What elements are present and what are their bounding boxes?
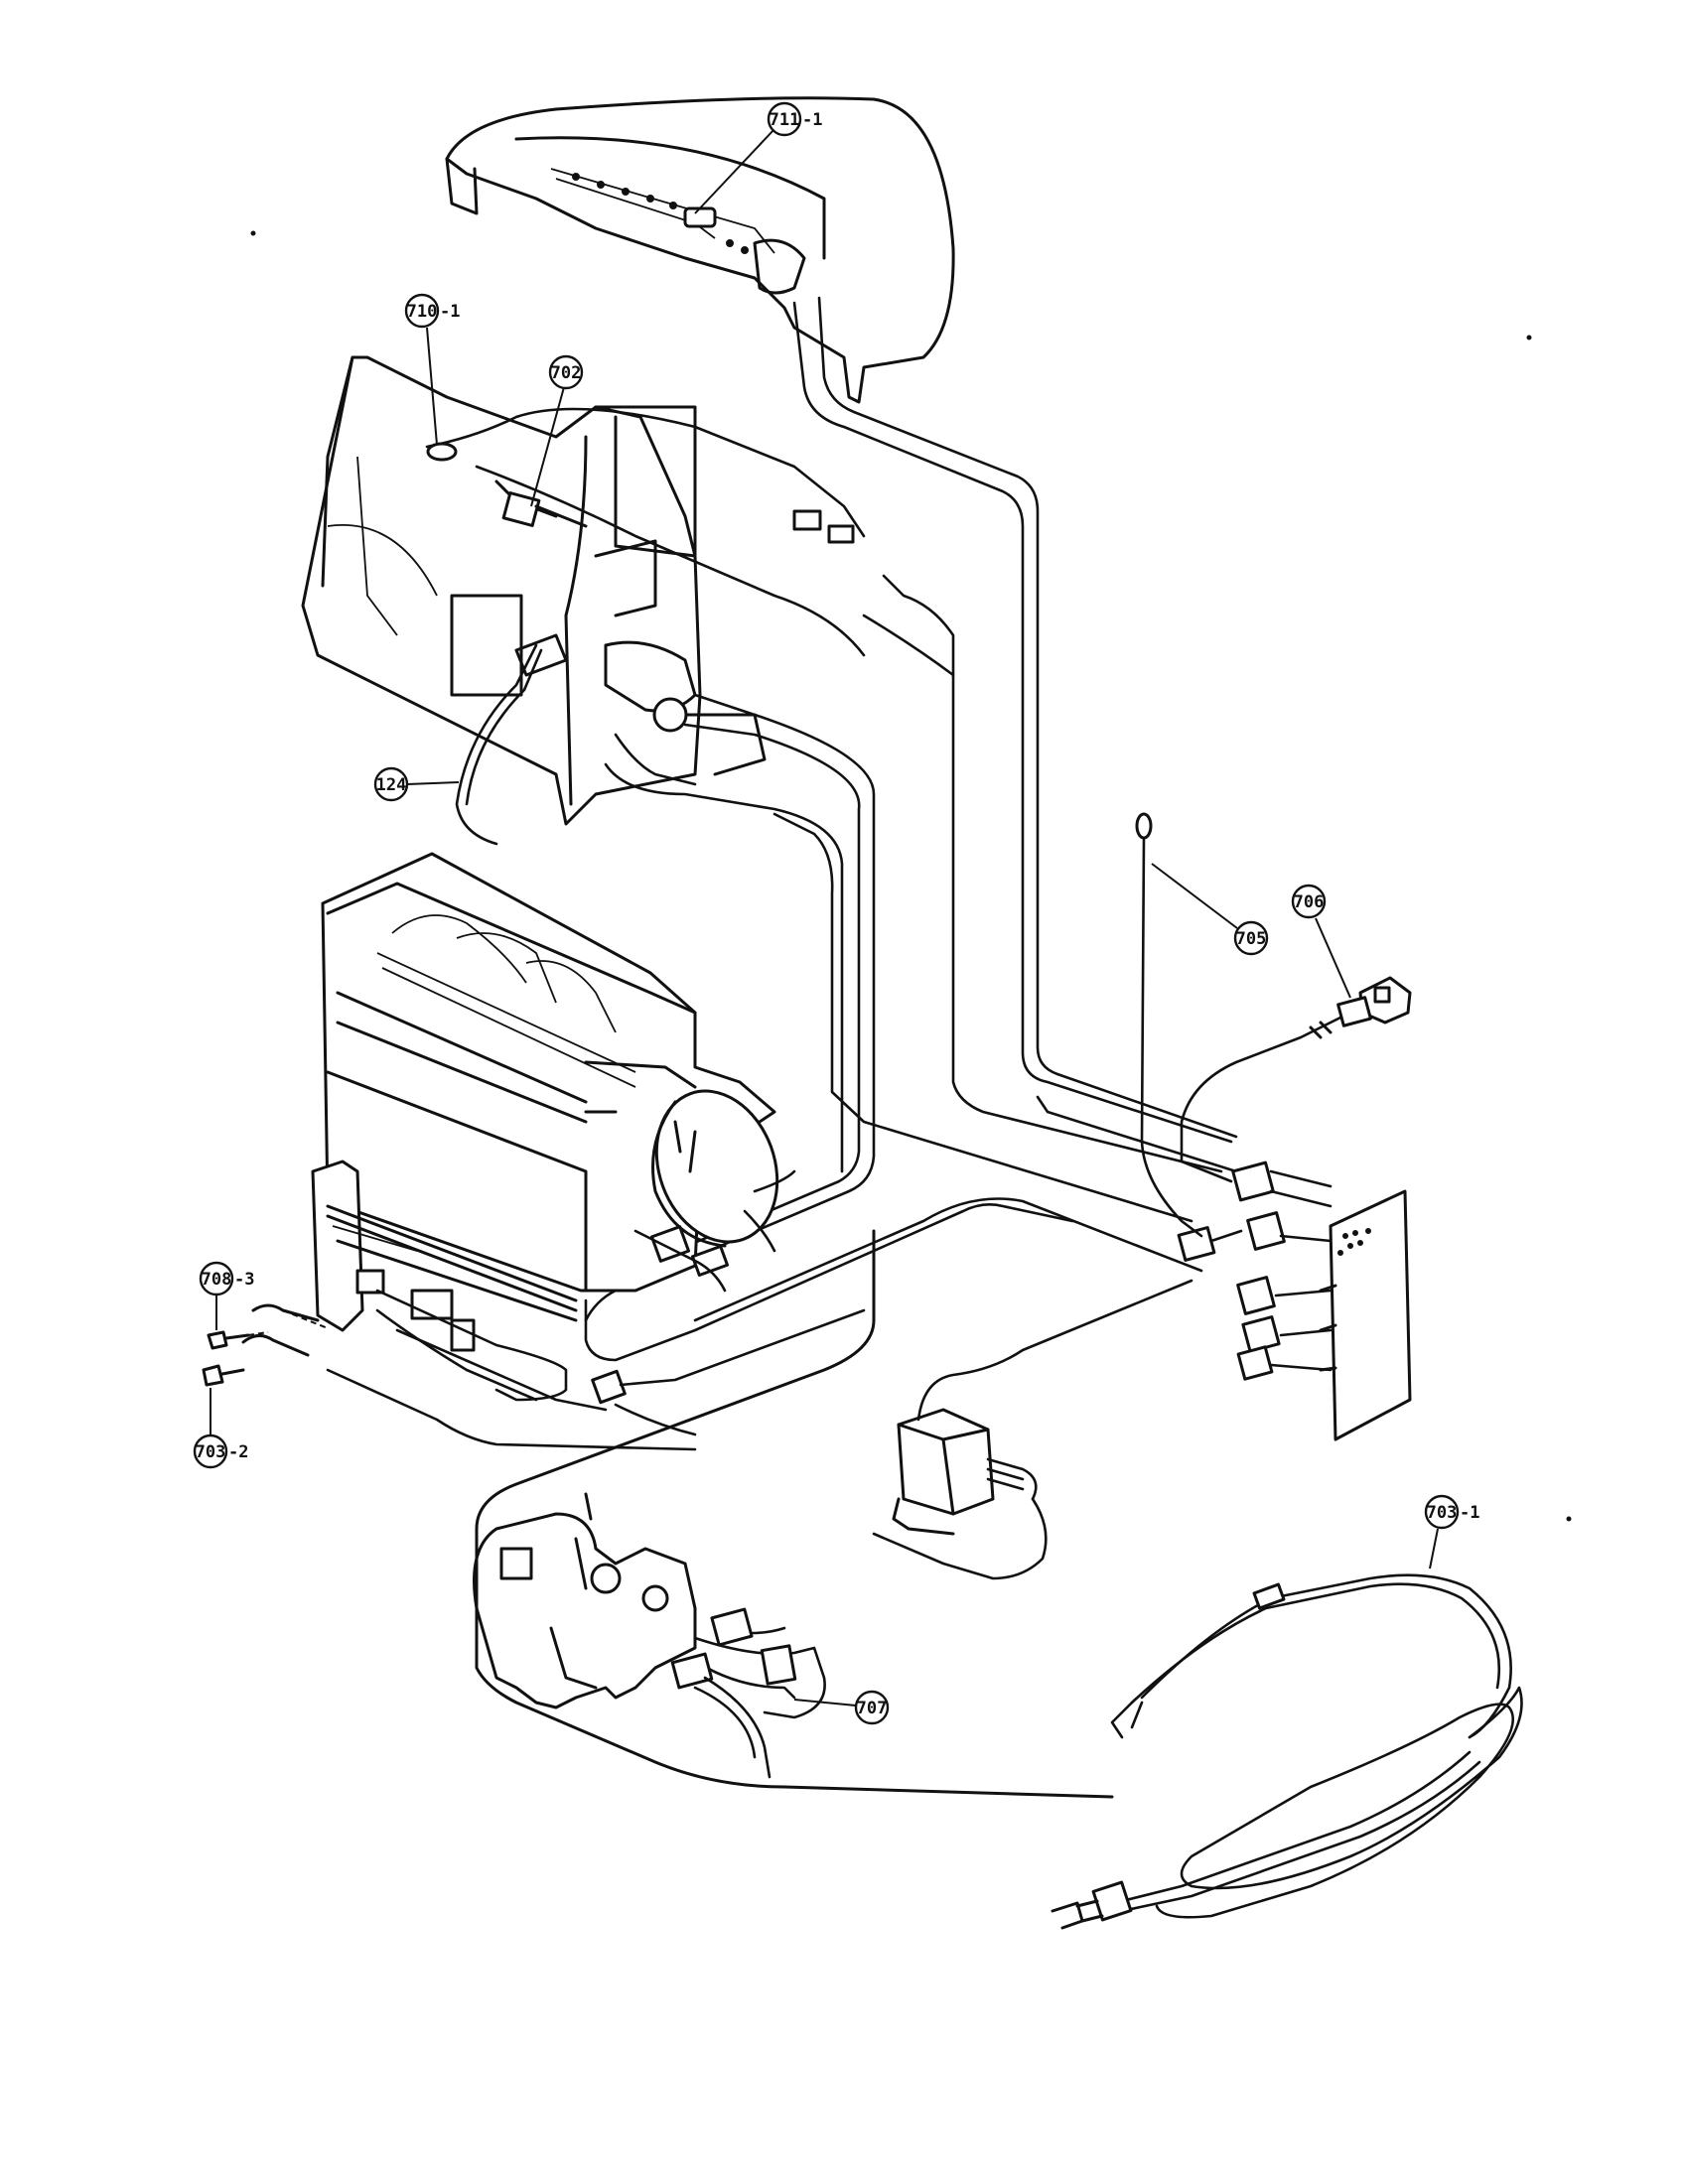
callout-702: 702: [530, 354, 584, 507]
control-panel-cover: [445, 96, 955, 404]
callout-708-suffix: -3: [234, 1270, 254, 1290]
callout-707-number: 707: [857, 1699, 888, 1718]
main-harness: [792, 296, 1238, 1173]
callout-708-number: 708: [202, 1270, 232, 1290]
screw-703-2: [202, 1364, 245, 1387]
callout-705-number: 705: [1236, 929, 1267, 949]
callout-705: 705: [1151, 863, 1269, 956]
transformer: [872, 1279, 1193, 1580]
control-board: [1177, 1160, 1412, 1441]
callout-703-1: 703 -1: [1424, 1494, 1479, 1570]
thermistor: [1135, 812, 1203, 1238]
callout-703-2-suffix: -2: [228, 1442, 248, 1462]
callout-703-1-suffix: -1: [1460, 1503, 1479, 1523]
burner-cabinet: [301, 355, 767, 826]
callout-706: 706: [1291, 884, 1351, 999]
screw-708: [207, 1330, 269, 1350]
power-cord: [1051, 1573, 1523, 1930]
callout-702-number: 702: [551, 363, 582, 383]
gas-valve: [473, 1492, 697, 1709]
connector-plug: [1180, 976, 1412, 1183]
valve-enclosure-outline: [475, 1229, 876, 1531]
callout-710-1: 710 -1: [404, 293, 460, 446]
fan-loop-harness: [584, 1197, 1203, 1362]
callout-711-number: 711: [770, 110, 800, 130]
callout-707: 707: [793, 1690, 890, 1725]
scan-specks: [250, 230, 1572, 1522]
harness-down: [772, 574, 1223, 1223]
sensor-lead: [425, 407, 866, 657]
callout-710-suffix: -1: [440, 302, 460, 322]
callout-708-3: 708 -3: [199, 1261, 254, 1330]
callout-711-1: 711 -1: [694, 101, 822, 214]
callout-703-2-number: 703: [196, 1442, 226, 1462]
callout-710-number: 710: [407, 302, 438, 322]
callout-703-1-number: 703: [1427, 1503, 1458, 1523]
blower-fan: [321, 852, 796, 1293]
panel-buttons: [572, 173, 749, 254]
callout-711-suffix: -1: [802, 110, 822, 130]
valve-harness: [670, 1607, 826, 1779]
terminal-block: [311, 1160, 866, 1451]
callout-124: 124: [373, 766, 460, 802]
thermostat-assembly: [584, 640, 876, 1322]
callout-124-number: 124: [376, 775, 407, 795]
ignitor-wire: [455, 633, 568, 846]
valve-enclosure-outline-b: [475, 1527, 1114, 1799]
ground-terminals: [241, 1303, 329, 1357]
board-dots: [1337, 1228, 1371, 1256]
callout-703-2: 703 -2: [193, 1388, 248, 1469]
callout-706-number: 706: [1294, 892, 1325, 912]
